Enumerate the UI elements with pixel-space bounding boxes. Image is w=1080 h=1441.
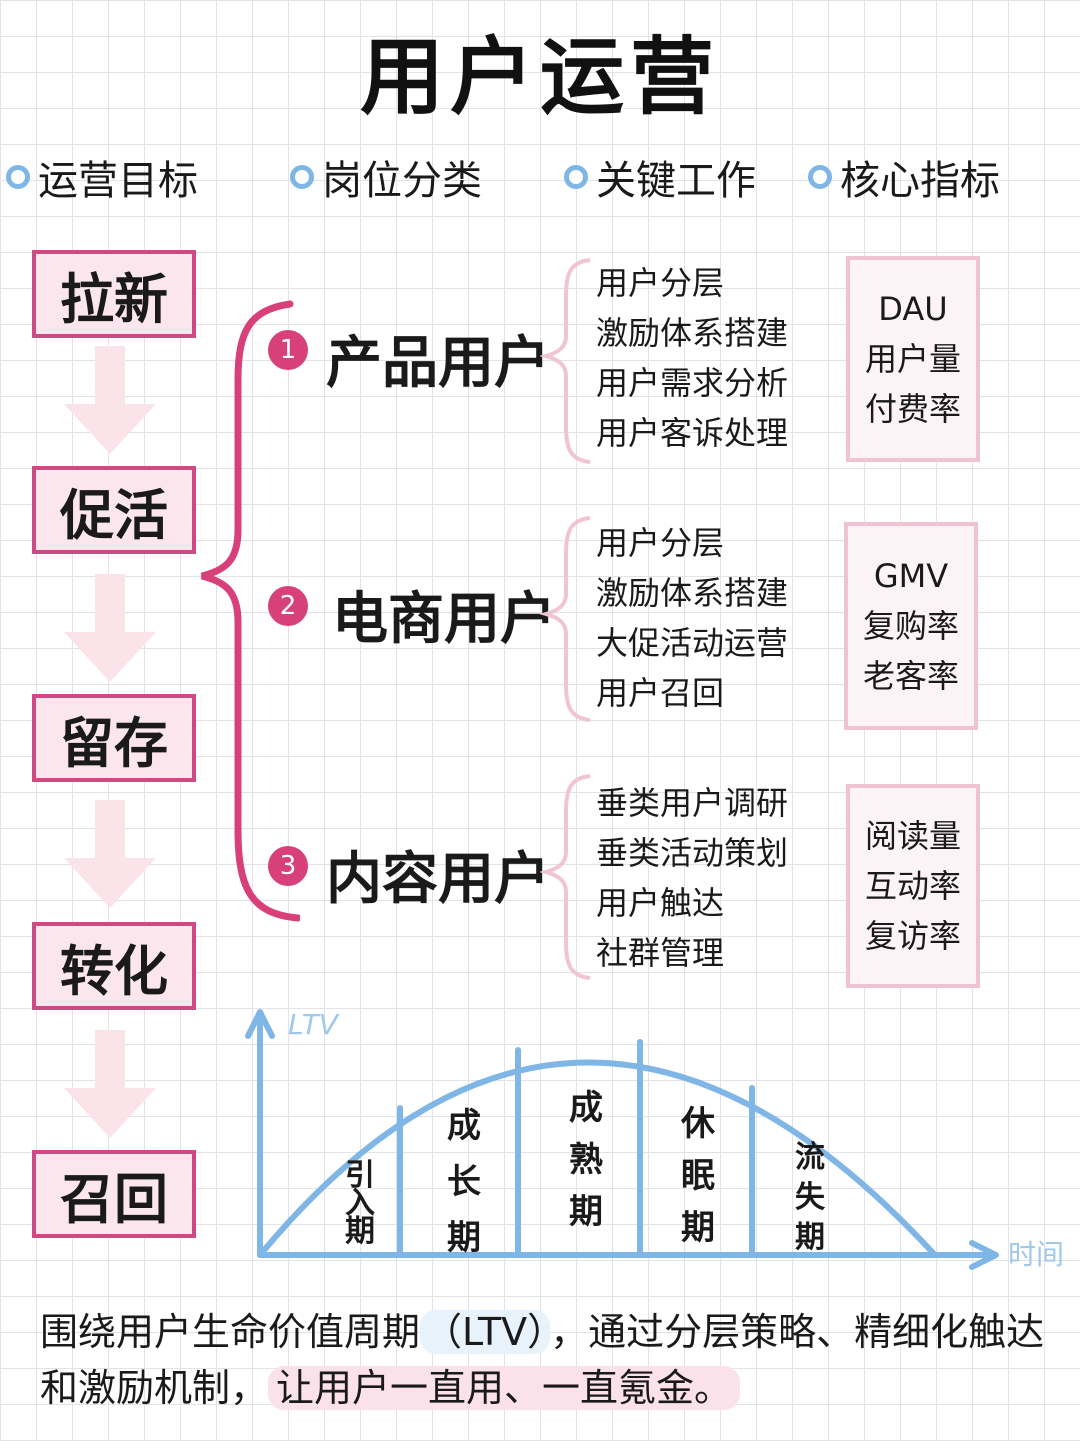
task-item: 垂类用户调研 — [596, 784, 789, 822]
phase-char: 期 — [447, 1218, 481, 1258]
bullet-icon — [564, 165, 588, 189]
phase-churn: 流 失 期 — [780, 1138, 840, 1258]
phase-char: 期 — [681, 1208, 715, 1248]
task-item: 激励体系搭建 — [596, 314, 789, 352]
phase-char: 期 — [795, 1220, 825, 1255]
task-brace — [540, 258, 591, 464]
task-item: 用户客诉处理 — [596, 414, 789, 452]
phase-char: 熟 — [569, 1140, 603, 1180]
metric-item: GMV — [873, 557, 949, 595]
phase-char: 流 — [795, 1140, 825, 1175]
stage-conversion: 转化 — [32, 922, 196, 1010]
phase-char: 期 — [345, 1214, 375, 1249]
task-item: 用户分层 — [596, 264, 725, 302]
page-title: 用户运营 — [359, 27, 720, 126]
stage-acquisition: 拉新 — [32, 250, 196, 338]
y-axis-arrow-icon — [245, 1009, 275, 1039]
phase-dormancy: 休 眠 期 — [668, 1098, 728, 1254]
metric-item: 互动率 — [864, 867, 961, 905]
phase-char: 休 — [681, 1104, 715, 1144]
metric-box: DAU 用户量 付费率 — [846, 256, 980, 462]
down-arrow-icon — [64, 800, 156, 908]
summary-part: 围绕用户生命价值周期 — [40, 1310, 421, 1354]
task-list: 用户分层 激励体系搭建 大促活动运营 用户召回 — [596, 518, 788, 718]
phase-maturity: 成 熟 期 — [556, 1082, 616, 1238]
metric-item: 阅读量 — [864, 817, 961, 855]
header-roles: 岗位分类 — [290, 148, 482, 206]
header-metrics: 核心指标 — [808, 148, 1000, 206]
bullet-icon — [808, 165, 832, 189]
summary-highlight: 让用户一直用、一直氪金。 — [268, 1366, 741, 1410]
header-label: 岗位分类 — [322, 158, 482, 204]
task-item: 垂类活动策划 — [596, 834, 789, 872]
number-badge: 1 — [268, 330, 308, 370]
summary-ltv-highlight: （LTV） — [420, 1310, 551, 1354]
x-axis-arrow-icon — [969, 1240, 999, 1270]
x-axis-label: 时间 — [1008, 1238, 1064, 1271]
ltv-curve — [257, 1059, 938, 1258]
summary-part: ，通过分层策略、精细化触达和激励机制， — [40, 1310, 1045, 1410]
header-label: 核心指标 — [840, 158, 1000, 204]
phase-intro: 引 入 期 — [330, 1158, 390, 1249]
phase-char: 长 — [447, 1162, 481, 1202]
stage-retention: 留存 — [32, 694, 196, 782]
metric-item: 复购率 — [862, 607, 959, 645]
phase-char: 成 — [569, 1088, 603, 1128]
phase-char: 入 — [345, 1186, 375, 1221]
metric-item: DAU — [878, 290, 948, 328]
metric-box: 阅读量 互动率 复访率 — [846, 784, 980, 988]
phase-char: 失 — [795, 1180, 825, 1215]
phase-char: 眠 — [681, 1156, 715, 1196]
metric-item: 老客率 — [862, 657, 959, 695]
phase-growth: 成 长 期 — [434, 1098, 494, 1266]
phase-char: 成 — [447, 1106, 481, 1146]
category-brace — [201, 300, 300, 922]
header-label: 运营目标 — [38, 158, 198, 204]
header-label: 关键工作 — [596, 158, 756, 204]
task-item: 用户召回 — [596, 674, 725, 712]
task-list: 垂类用户调研 垂类活动策划 用户触达 社群管理 — [596, 778, 788, 978]
number-badge: 3 — [268, 846, 308, 886]
task-item: 大促活动运营 — [596, 624, 789, 662]
ltv-lifecycle-diagram: LTV 时间 — [245, 1008, 1064, 1271]
summary-text: 围绕用户生命价值周期（LTV），通过分层策略、精细化触达和激励机制，让用户一直用… — [40, 1304, 1050, 1416]
metric-item: 复访率 — [864, 917, 961, 955]
category-ecommerce-users: 电商用户 — [332, 586, 556, 652]
task-item: 用户触达 — [596, 884, 725, 922]
metric-item: 用户量 — [864, 340, 961, 378]
header-key-work: 关键工作 — [564, 148, 756, 206]
bullet-icon — [6, 165, 30, 189]
stage-recall: 召回 — [32, 1150, 196, 1238]
phase-char: 引 — [345, 1158, 375, 1193]
category-content-users: 内容用户 — [326, 846, 550, 912]
task-item: 社群管理 — [596, 934, 725, 972]
down-arrow-icon — [64, 346, 156, 454]
task-list: 用户分层 激励体系搭建 用户需求分析 用户客诉处理 — [596, 258, 788, 458]
bullet-icon — [290, 165, 314, 189]
number-badge: 2 — [268, 586, 308, 626]
metric-item: 付费率 — [864, 390, 961, 428]
down-arrow-icon — [64, 574, 156, 682]
task-brace — [540, 774, 591, 980]
y-axis-label: LTV — [288, 1008, 340, 1041]
header-goals: 运营目标 — [6, 148, 198, 206]
stage-activation: 促活 — [32, 466, 196, 554]
task-brace — [540, 516, 591, 722]
phase-char: 期 — [569, 1192, 603, 1232]
task-item: 用户需求分析 — [596, 364, 789, 402]
metric-box: GMV 复购率 老客率 — [844, 522, 978, 730]
down-arrow-icon — [64, 1030, 156, 1138]
task-item: 用户分层 — [596, 524, 725, 562]
task-item: 激励体系搭建 — [596, 574, 789, 612]
category-product-users: 产品用户 — [326, 330, 550, 396]
